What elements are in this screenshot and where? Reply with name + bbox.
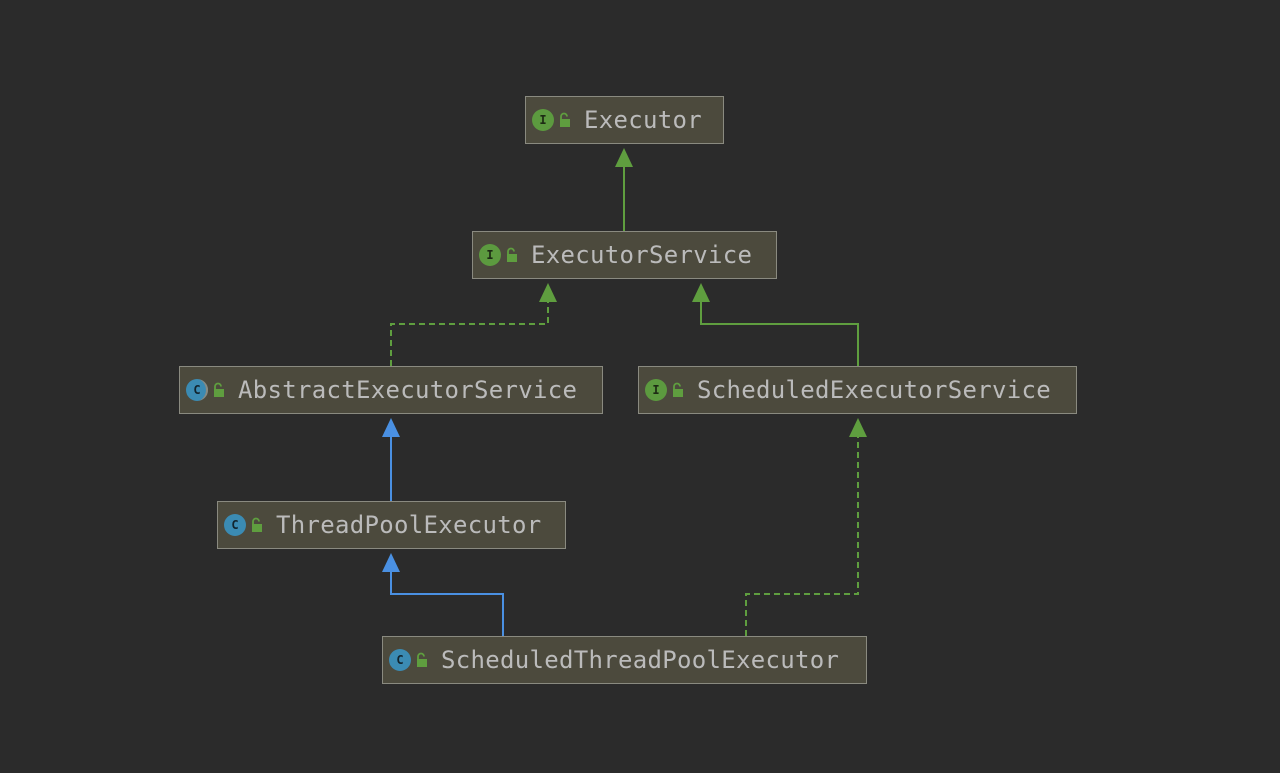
interface-icon: I: [479, 244, 501, 266]
abstract-class-icon: C: [186, 379, 208, 401]
interface-icon: I: [645, 379, 667, 401]
edge-implements-scheduled-thread-pool-executor-to-scheduled-executor-service: [745, 418, 867, 636]
node-scheduled-thread-pool-executor[interactable]: C ScheduledThreadPoolExecutor: [382, 636, 867, 684]
arrowhead-icon: [382, 418, 400, 437]
edge-line: [700, 301, 859, 366]
node-label: ScheduledExecutorService: [697, 376, 1051, 404]
unlocked-icon: [673, 382, 683, 397]
edge-extends-executor-service-to-executor: [615, 148, 633, 231]
edge-line: [390, 301, 549, 366]
arrowhead-icon: [615, 148, 633, 167]
node-thread-pool-executor[interactable]: C ThreadPoolExecutor: [217, 501, 566, 549]
unlocked-icon: [252, 517, 262, 532]
edge-extends-scheduled-executor-service-to-executor-service: [692, 283, 859, 366]
node-label: ExecutorService: [531, 241, 753, 269]
node-scheduled-executor-service[interactable]: I ScheduledExecutorService: [638, 366, 1077, 414]
node-label: ThreadPoolExecutor: [276, 511, 542, 539]
arrowhead-icon: [849, 418, 867, 437]
arrowhead-icon: [382, 553, 400, 572]
node-label: ScheduledThreadPoolExecutor: [441, 646, 840, 674]
arrowhead-icon: [692, 283, 710, 302]
unlocked-icon: [214, 382, 224, 397]
node-executor-service[interactable]: I ExecutorService: [472, 231, 777, 279]
class-icon: C: [389, 649, 411, 671]
unlocked-icon: [417, 652, 427, 667]
edge-extends-thread-pool-executor-to-abstract-executor-service: [382, 418, 400, 501]
edge-line: [745, 436, 859, 636]
unlocked-icon: [507, 247, 517, 262]
unlocked-icon: [560, 112, 570, 127]
edge-line: [390, 571, 504, 636]
edge-implements-abstract-executor-service-to-executor-service: [390, 283, 557, 366]
arrowhead-icon: [539, 283, 557, 302]
class-icon: C: [224, 514, 246, 536]
node-executor[interactable]: I Executor: [525, 96, 724, 144]
node-abstract-executor-service[interactable]: C AbstractExecutorService: [179, 366, 603, 414]
interface-icon: I: [532, 109, 554, 131]
edge-extends-scheduled-thread-pool-executor-to-thread-pool-executor: [382, 553, 504, 636]
node-label: AbstractExecutorService: [238, 376, 578, 404]
node-label: Executor: [584, 106, 702, 134]
